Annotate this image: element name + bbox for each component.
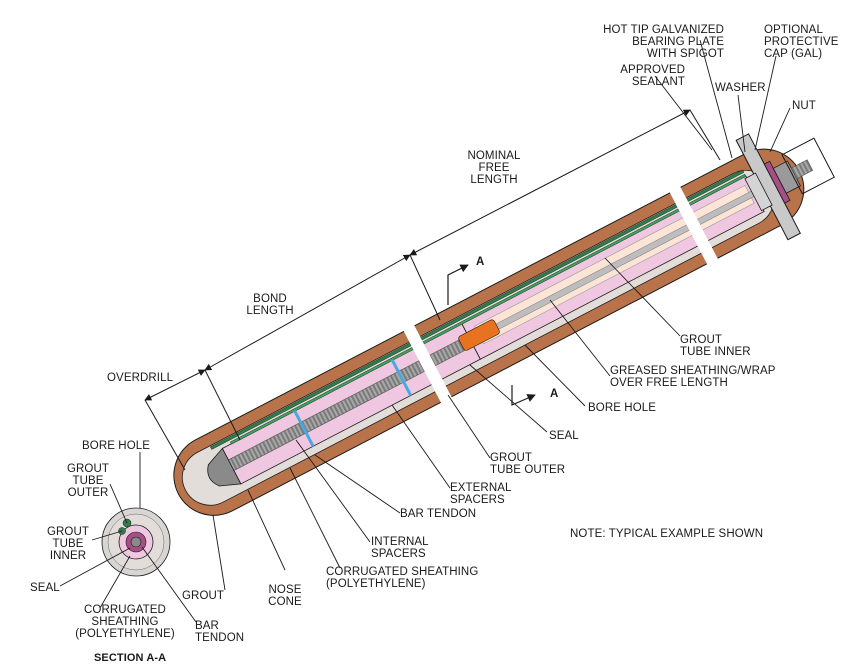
label-internal-spacers: INTERNAL SPACERS xyxy=(371,536,429,560)
seal xyxy=(458,319,500,351)
section-a-a xyxy=(101,507,171,577)
label-nut: NUT xyxy=(792,100,816,112)
plate-spigot xyxy=(744,172,773,212)
label-sec-grout-tube-outer: GROUT TUBE OUTER xyxy=(66,463,110,499)
label-bar-tendon-mid: BAR TENDON xyxy=(400,508,477,520)
label-bore-hole-right: BORE HOLE xyxy=(588,402,657,414)
section-arrows xyxy=(447,264,536,406)
anchor-body xyxy=(173,133,835,516)
label-washer: WASHER xyxy=(715,82,766,94)
label-section-arrow-top: A xyxy=(476,256,485,268)
dim-nominal-free xyxy=(409,109,691,256)
section-leaders xyxy=(59,452,197,623)
label-approved-sealant: APPROVED SEALANT xyxy=(620,64,685,88)
label-grout-tube-inner: GROUT TUBE INNER xyxy=(680,334,751,358)
label-hot-tip: HOT TIP GALVANIZED BEARING PLATE WITH SP… xyxy=(603,24,724,60)
label-note: NOTE: TYPICAL EXAMPLE SHOWN xyxy=(570,528,764,540)
label-corrugated-sheathing: CORRUGATED SHEATHING (POLYETHYLENE) xyxy=(326,566,479,590)
protective-cap xyxy=(781,137,835,195)
label-grout-tube-outer: GROUT TUBE OUTER xyxy=(490,452,566,476)
label-nose-cone: NOSE CONE xyxy=(268,584,302,608)
label-overdrill: OVERDRILL xyxy=(107,372,174,384)
dim-bond-length xyxy=(204,254,411,371)
dim-overdrill xyxy=(144,369,206,401)
break-gap-1 xyxy=(400,318,456,410)
label-section-arrow-bottom: A xyxy=(550,388,559,400)
sec-bar xyxy=(130,536,142,548)
label-nominal-free-length: NOMINAL FREE LENGTH xyxy=(467,150,521,186)
section-arrow-top xyxy=(447,264,469,305)
label-sec-grout-tube-inner: GROUT TUBE INNER xyxy=(46,526,90,562)
label-bond-length: BOND LENGTH xyxy=(246,293,294,317)
label-sec-seal: SEAL xyxy=(30,582,60,594)
bar-protrusion xyxy=(790,159,814,180)
label-external-spacers: EXTERNAL SPACERS xyxy=(450,482,512,506)
nose-cone xyxy=(207,447,242,487)
label-sec-bore-hole: BORE HOLE xyxy=(82,440,151,452)
leader-lines xyxy=(212,39,791,591)
label-optional-cap: OPTIONAL PROTECTIVE CAP (GAL) xyxy=(764,24,839,60)
section-arrow-bottom xyxy=(511,385,536,406)
label-section-title: SECTION A-A xyxy=(94,652,167,664)
label-sec-corrugated: CORRUGATED SHEATHING (POLYETHYLENE) xyxy=(75,604,175,640)
internal-spacer-1 xyxy=(293,410,315,447)
label-grout: GROUT xyxy=(182,590,225,602)
label-sec-bar-tendon: BAR TENDON xyxy=(195,620,245,644)
label-greased-sheathing: GREASED SHEATHING/WRAP OVER FREE LENGTH xyxy=(610,365,776,389)
dimension-lines xyxy=(144,109,721,471)
label-seal: SEAL xyxy=(549,430,579,442)
